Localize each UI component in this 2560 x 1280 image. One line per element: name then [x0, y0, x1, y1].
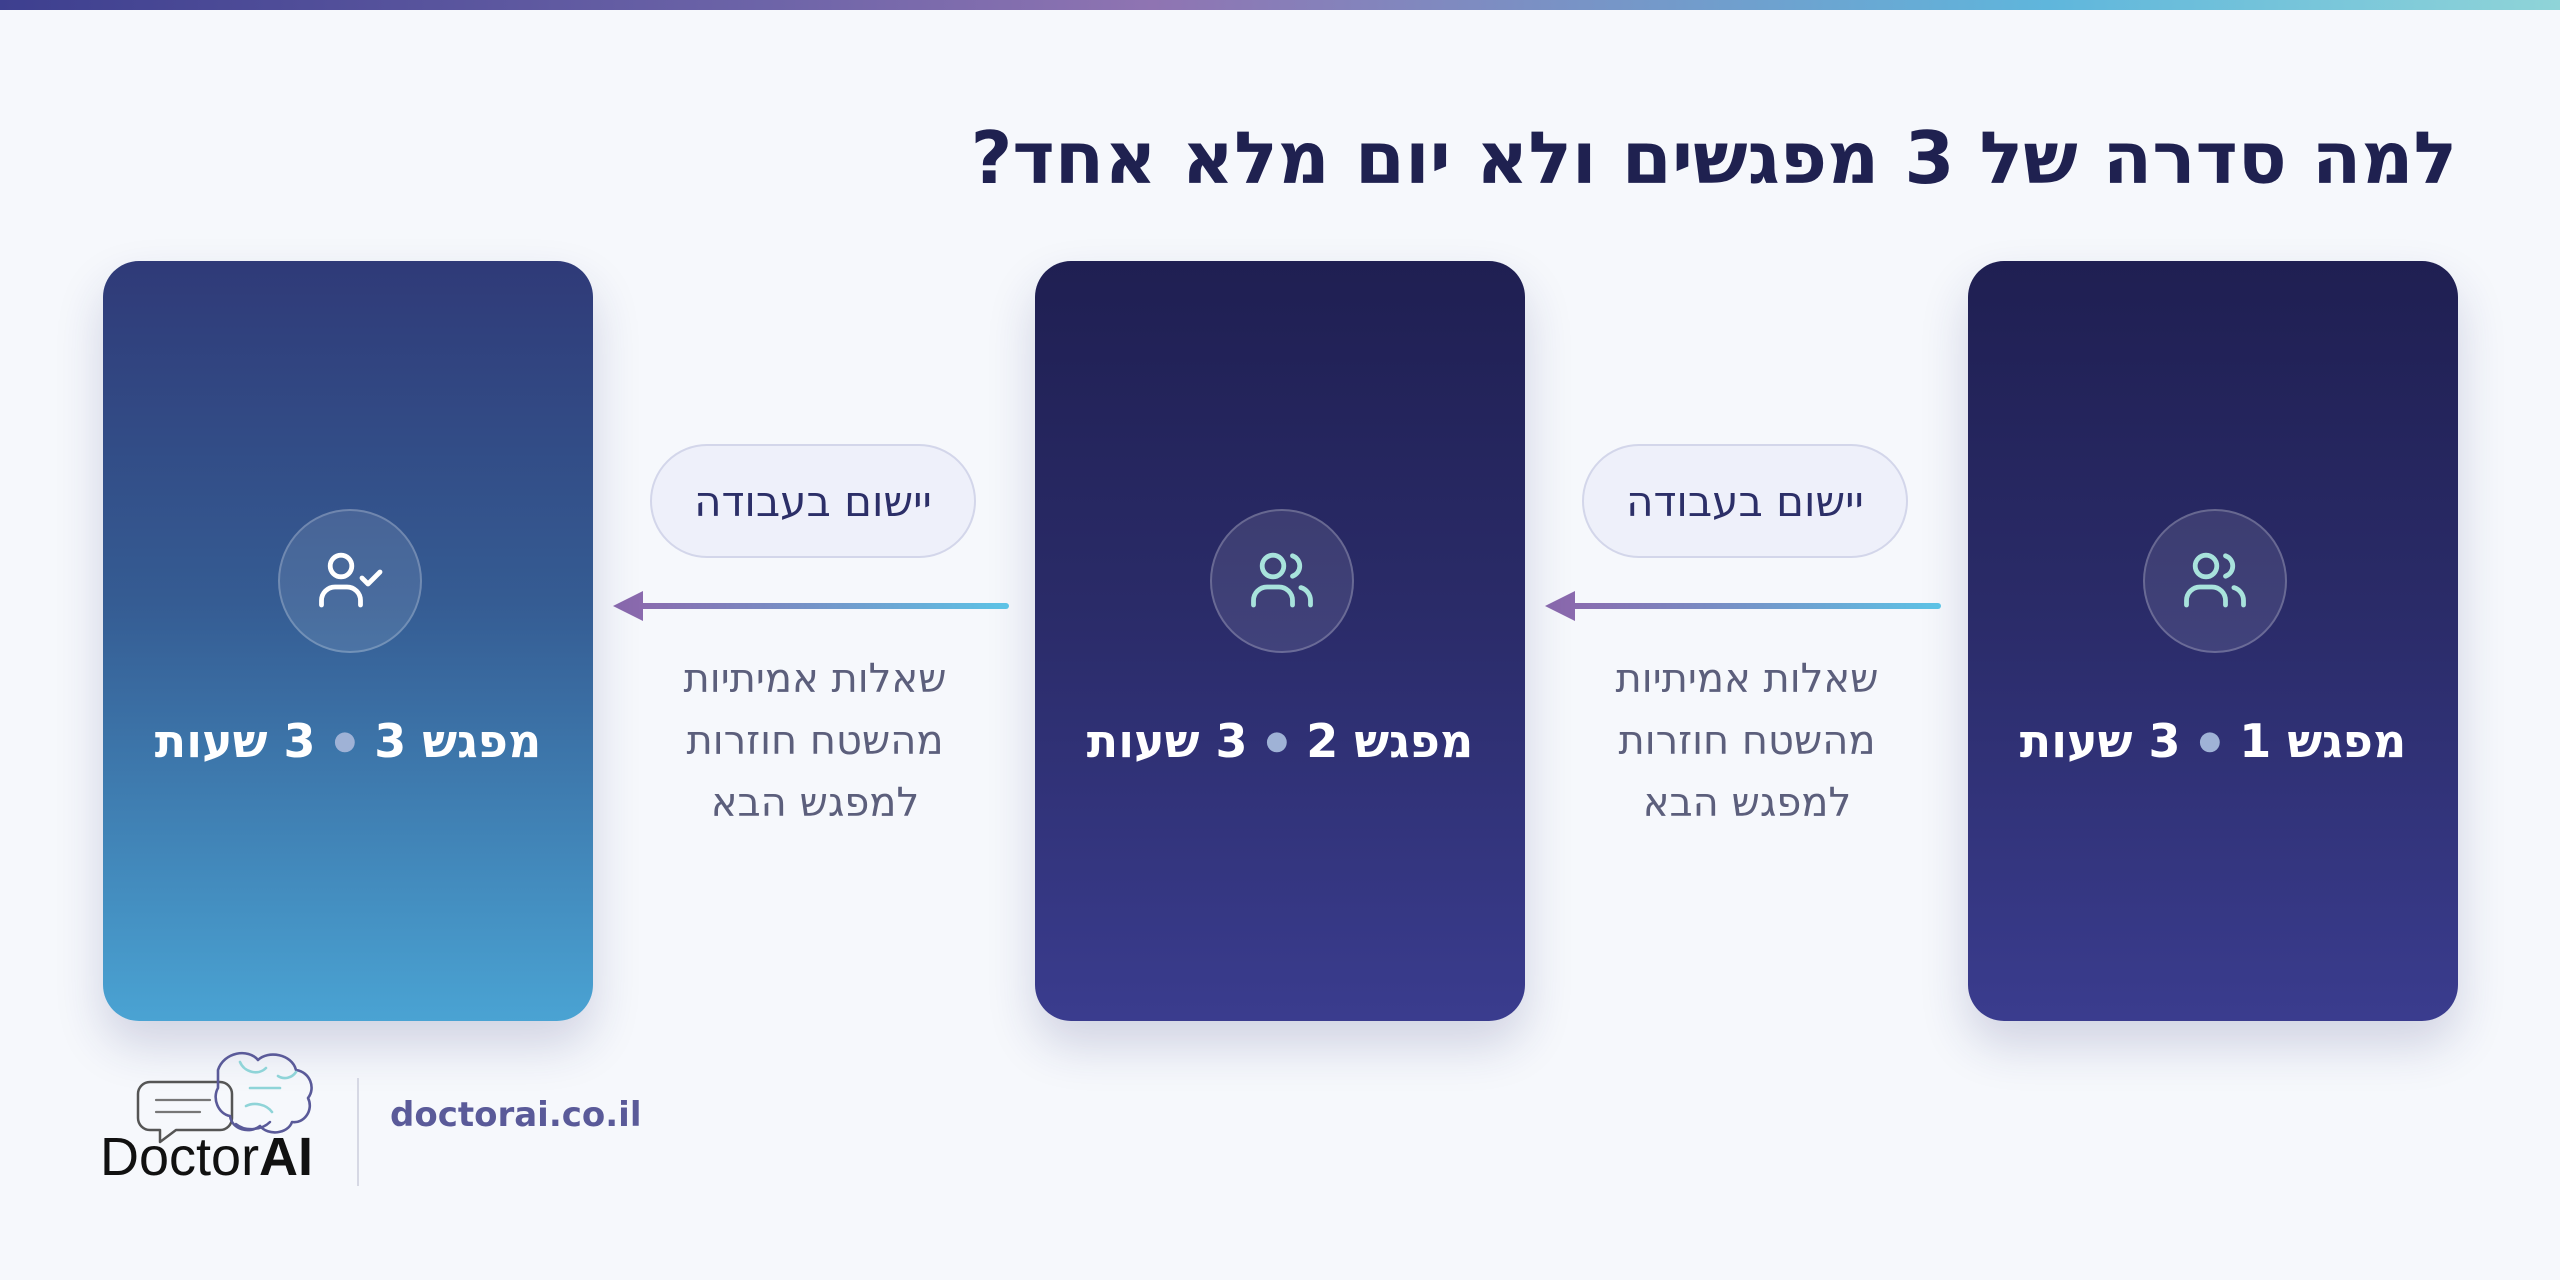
users-icon — [2143, 509, 2287, 653]
note-line: למפגש הבא — [1642, 780, 1852, 826]
brand-divider — [357, 1078, 359, 1186]
arrow-left-icon — [1545, 591, 1941, 621]
page-title: למה סדרה של 3 מפגשים ולא יום מלא אחד? — [970, 116, 2457, 200]
session-label: מפגש 2 ● 3 שעות — [1035, 701, 1525, 781]
users-icon — [1210, 509, 1354, 653]
arrow-left-icon — [613, 591, 1009, 621]
session-card-1: מפגש 1 ● 3 שעות — [1968, 261, 2458, 1021]
brand-name: DoctorAI — [100, 1122, 313, 1192]
brand-name-bold: AI — [259, 1127, 314, 1187]
note-line: שאלות אמיתיות — [1615, 656, 1879, 702]
session-card-3: מפגש 3 ● 3 שעות — [103, 261, 593, 1021]
brand-name-light: Doctor — [100, 1127, 260, 1187]
session-label: מפגש 1 ● 3 שעות — [1968, 701, 2458, 781]
connector-note: שאלות אמיתיות מהשטח חוזרות למפגש הבא — [645, 648, 985, 834]
separator-dot: ● — [1265, 726, 1289, 756]
session-name: מפגש 3 — [374, 714, 542, 768]
note-line: שאלות אמיתיות — [683, 656, 947, 702]
user-check-icon — [278, 509, 422, 653]
note-line: מהשטח חוזרות — [686, 718, 944, 764]
connector-note: שאלות אמיתיות מהשטח חוזרות למפגש הבא — [1577, 648, 1917, 834]
application-pill: יישום בעבודה — [650, 444, 976, 558]
note-line: מהשטח חוזרות — [1618, 718, 1876, 764]
separator-dot: ● — [2198, 726, 2222, 756]
session-duration: 3 שעות — [2019, 714, 2181, 768]
session-card-2: מפגש 2 ● 3 שעות — [1035, 261, 1525, 1021]
top-gradient-bar — [0, 0, 2560, 10]
application-pill: יישום בעבודה — [1582, 444, 1908, 558]
session-name: מפגש 2 — [1306, 714, 1474, 768]
session-duration: 3 שעות — [154, 714, 316, 768]
session-label: מפגש 3 ● 3 שעות — [103, 701, 593, 781]
note-line: למפגש הבא — [710, 780, 920, 826]
session-name: מפגש 1 — [2239, 714, 2407, 768]
doctorai-logo — [136, 1051, 313, 1144]
session-duration: 3 שעות — [1086, 714, 1248, 768]
separator-dot: ● — [333, 726, 357, 756]
brand-url: doctorai.co.il — [390, 1095, 642, 1135]
